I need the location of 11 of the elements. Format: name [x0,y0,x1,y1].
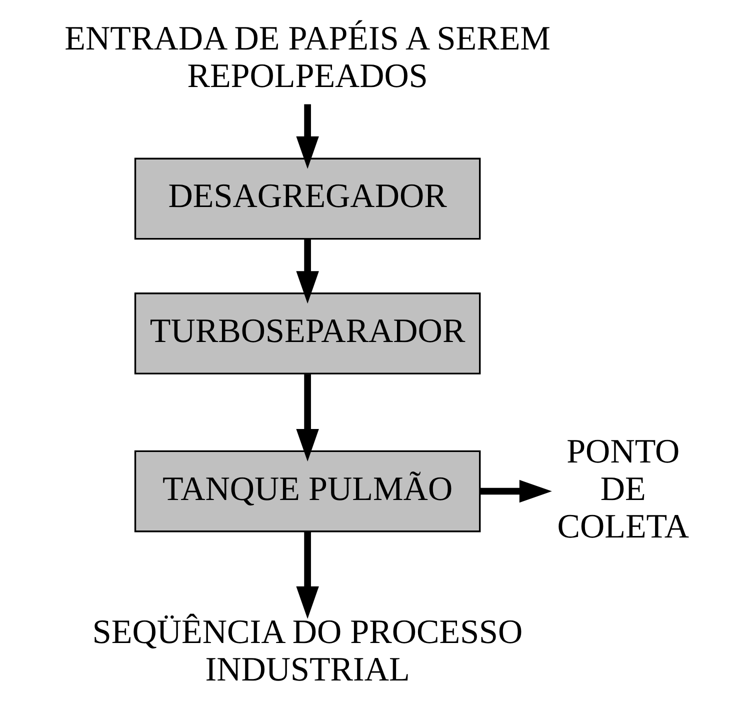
arrow [480,480,552,503]
arrow [296,239,318,304]
arrow [296,104,318,169]
node-text: ENTRADA DE PAPÉIS A SEREM REPOLPEADOS [64,20,550,95]
arrow [296,531,318,619]
node-text: SEQÜÊNCIA DO PROCESSO INDUSTRIAL [92,614,522,689]
node-box: DESAGREGADOR [134,158,480,240]
node-box: TURBOSEPARADOR [134,292,480,374]
arrow [296,374,318,462]
node-box: TANQUE PULMÃO [134,450,480,532]
node-text: PONTO DE COLETA [556,433,689,546]
